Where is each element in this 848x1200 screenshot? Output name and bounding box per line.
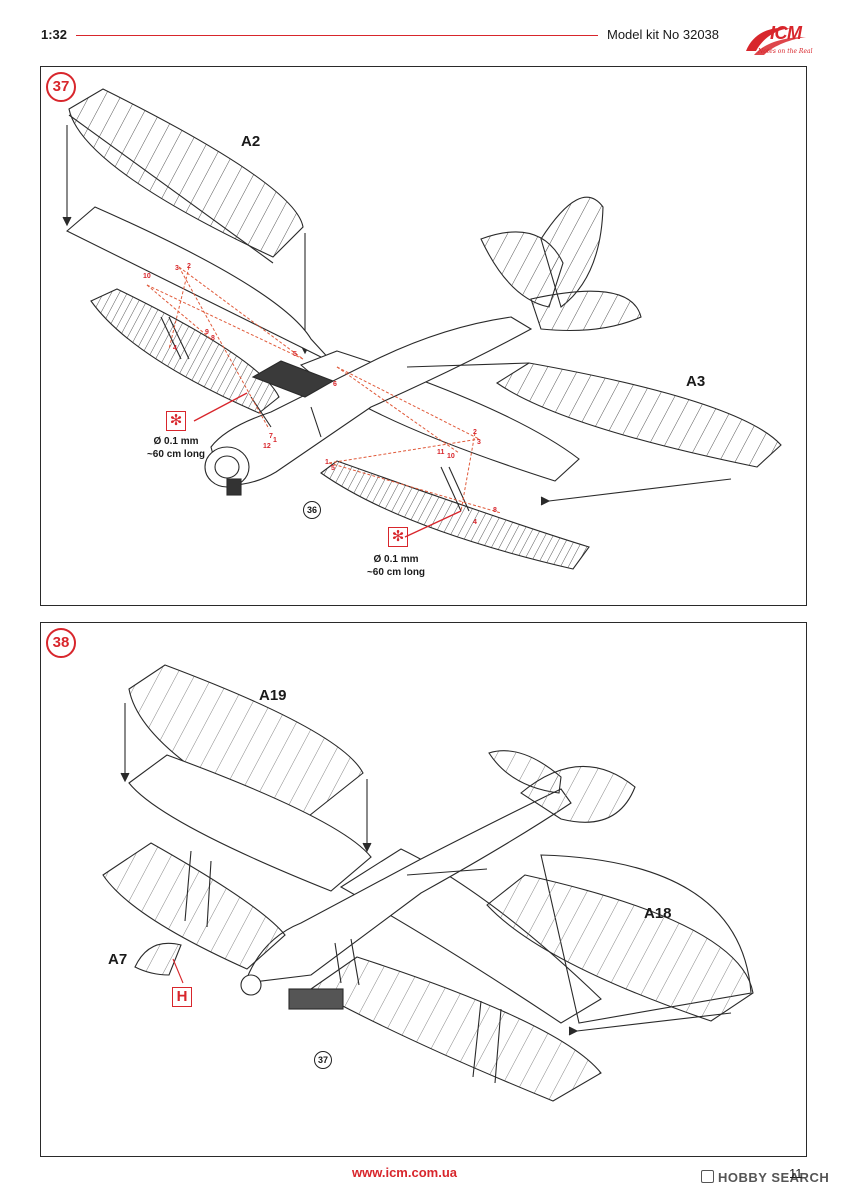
kit-number: Model kit No 32038 <box>607 27 720 42</box>
rig-point: 2 <box>187 263 191 270</box>
watermark: HOBBY SEARCH <box>701 1170 829 1185</box>
page-number: 11 <box>789 1166 803 1181</box>
step-38-panel: 38 A19 A18 A7 H 37 <box>40 622 807 1157</box>
website-url[interactable]: www.icm.com.ua <box>352 1165 457 1180</box>
rig-point: 4 <box>173 345 177 352</box>
part-label-a7: A7 <box>108 951 128 968</box>
callout-h: H <box>172 987 192 1007</box>
rig-point: 3 <box>477 439 481 446</box>
rig-point: 6 <box>333 381 337 388</box>
rig-point: 8 <box>211 335 215 342</box>
rig-point: 5 <box>331 465 335 472</box>
reference-step-37: 37 <box>314 1051 332 1069</box>
step-37-panel: 37 A2 A3 36 ✻ Ø 0.1 mm ~60 cm long ✻ Ø 0… <box>40 66 807 606</box>
step-38-drawing <box>102 664 754 1102</box>
rig-point: 2 <box>473 429 477 436</box>
step-38-badge: 38 <box>46 628 76 658</box>
page-header: 1:32 Model kit No 32038 ICM Notes on the… <box>0 0 848 70</box>
rigging-note-left-line2: ~60 cm long <box>146 449 206 460</box>
watermark-text: HOBBY SEARCH <box>718 1170 830 1185</box>
rigging-note-left-line1: Ø 0.1 mm <box>153 436 199 447</box>
reference-step-36: 36 <box>303 501 321 519</box>
rigging-callout-left: ✻ <box>166 411 186 431</box>
part-label-a2: A2 <box>241 133 261 150</box>
scale-label: 1:32 <box>41 27 68 42</box>
step-37-badge: 37 <box>46 72 76 102</box>
rig-point: 10 <box>143 273 151 280</box>
brand-name: ICM <box>770 23 802 43</box>
rig-point: 1 <box>273 437 277 444</box>
part-label-a3: A3 <box>686 373 706 390</box>
rig-point: 12 <box>263 443 271 450</box>
rig-point: 3 <box>175 265 179 272</box>
rig-point: 1 <box>325 459 329 466</box>
rigging-note-right-line1: Ø 0.1 mm <box>373 554 419 565</box>
part-label-a19: A19 <box>259 687 287 704</box>
header-rule <box>76 35 598 36</box>
rig-point: 8 <box>493 507 497 514</box>
rig-point: 10 <box>447 453 455 460</box>
step-37-drawing <box>62 88 782 570</box>
rig-point: 9 <box>205 329 209 336</box>
rigging-note-right-line2: ~60 cm long <box>366 567 426 578</box>
rig-point: 5 <box>293 351 297 358</box>
rig-point: 11 <box>437 449 445 456</box>
watermark-icon <box>701 1170 714 1183</box>
rigging-callout-right: ✻ <box>388 527 408 547</box>
rig-point: 7 <box>269 433 273 440</box>
part-label-a18: A18 <box>644 905 672 922</box>
rig-point: 4 <box>473 519 477 526</box>
brand-logo <box>746 27 806 55</box>
brand-slogan: Notes on the Real <box>758 48 813 55</box>
